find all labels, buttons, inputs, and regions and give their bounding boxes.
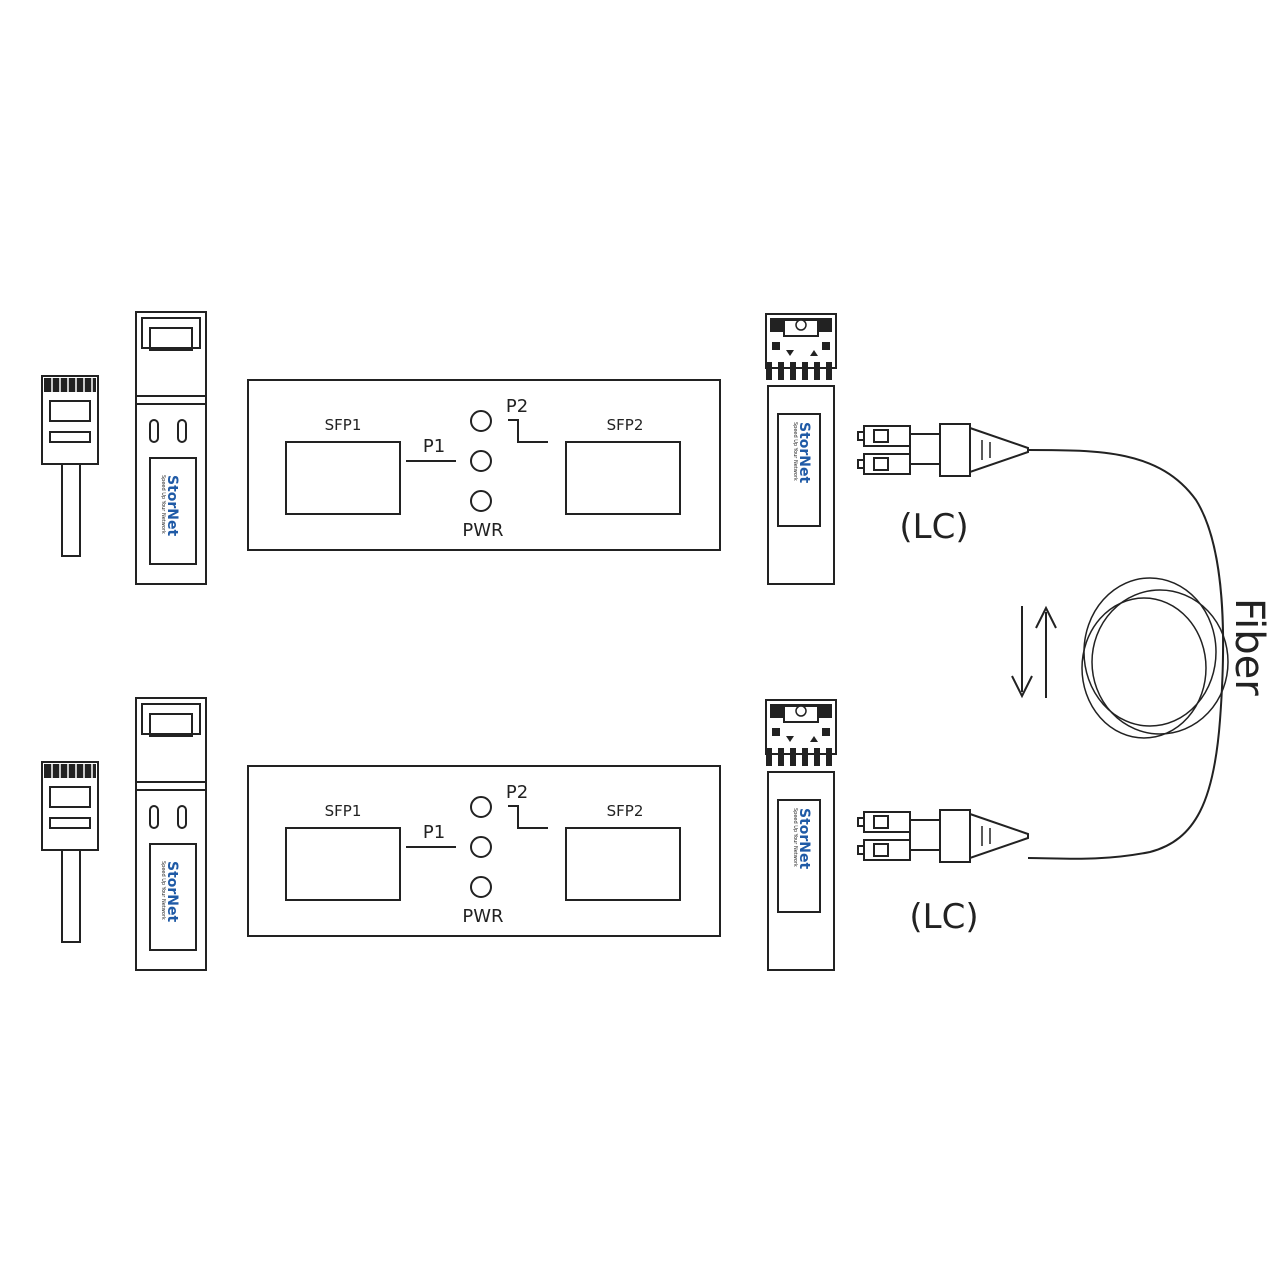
led-label-p1: P1 <box>423 436 445 457</box>
led-label-pwr: PWR <box>462 520 503 541</box>
module-tagline: Speed Up Your Network <box>160 475 166 534</box>
copper-sfp-module <box>135 697 207 971</box>
fiber-label: Fiber <box>1226 598 1272 696</box>
led-label-p1: P1 <box>423 822 445 843</box>
port-label-sfp1: SFP1 <box>325 802 362 820</box>
module-tagline: Speed Up Your Network <box>792 422 798 481</box>
lc-connector <box>857 423 1029 477</box>
lc-label: (LC) <box>909 897 978 937</box>
module-tagline: Speed Up Your Network <box>792 808 798 867</box>
module-tagline: Speed Up Your Network <box>160 861 166 920</box>
rj45-plug <box>41 375 99 557</box>
led-label-p2: P2 <box>506 782 528 803</box>
lc-label: (LC) <box>899 507 968 547</box>
port-label-sfp1: SFP1 <box>325 416 362 434</box>
module-brand: StorNet <box>796 808 812 870</box>
module-brand: StorNet <box>164 475 180 537</box>
module-brand: StorNet <box>796 422 812 484</box>
copper-sfp-module <box>135 311 207 585</box>
lc-connector <box>857 809 1029 863</box>
bidirectional-arrows-icon <box>1011 605 1057 699</box>
fiber-cable <box>1027 449 1229 860</box>
port-label-sfp2: SFP2 <box>607 802 644 820</box>
led-label-p2: P2 <box>506 396 528 417</box>
led-label-pwr: PWR <box>462 906 503 927</box>
port-label-sfp2: SFP2 <box>607 416 644 434</box>
rj45-plug <box>41 761 99 943</box>
module-brand: StorNet <box>164 861 180 923</box>
